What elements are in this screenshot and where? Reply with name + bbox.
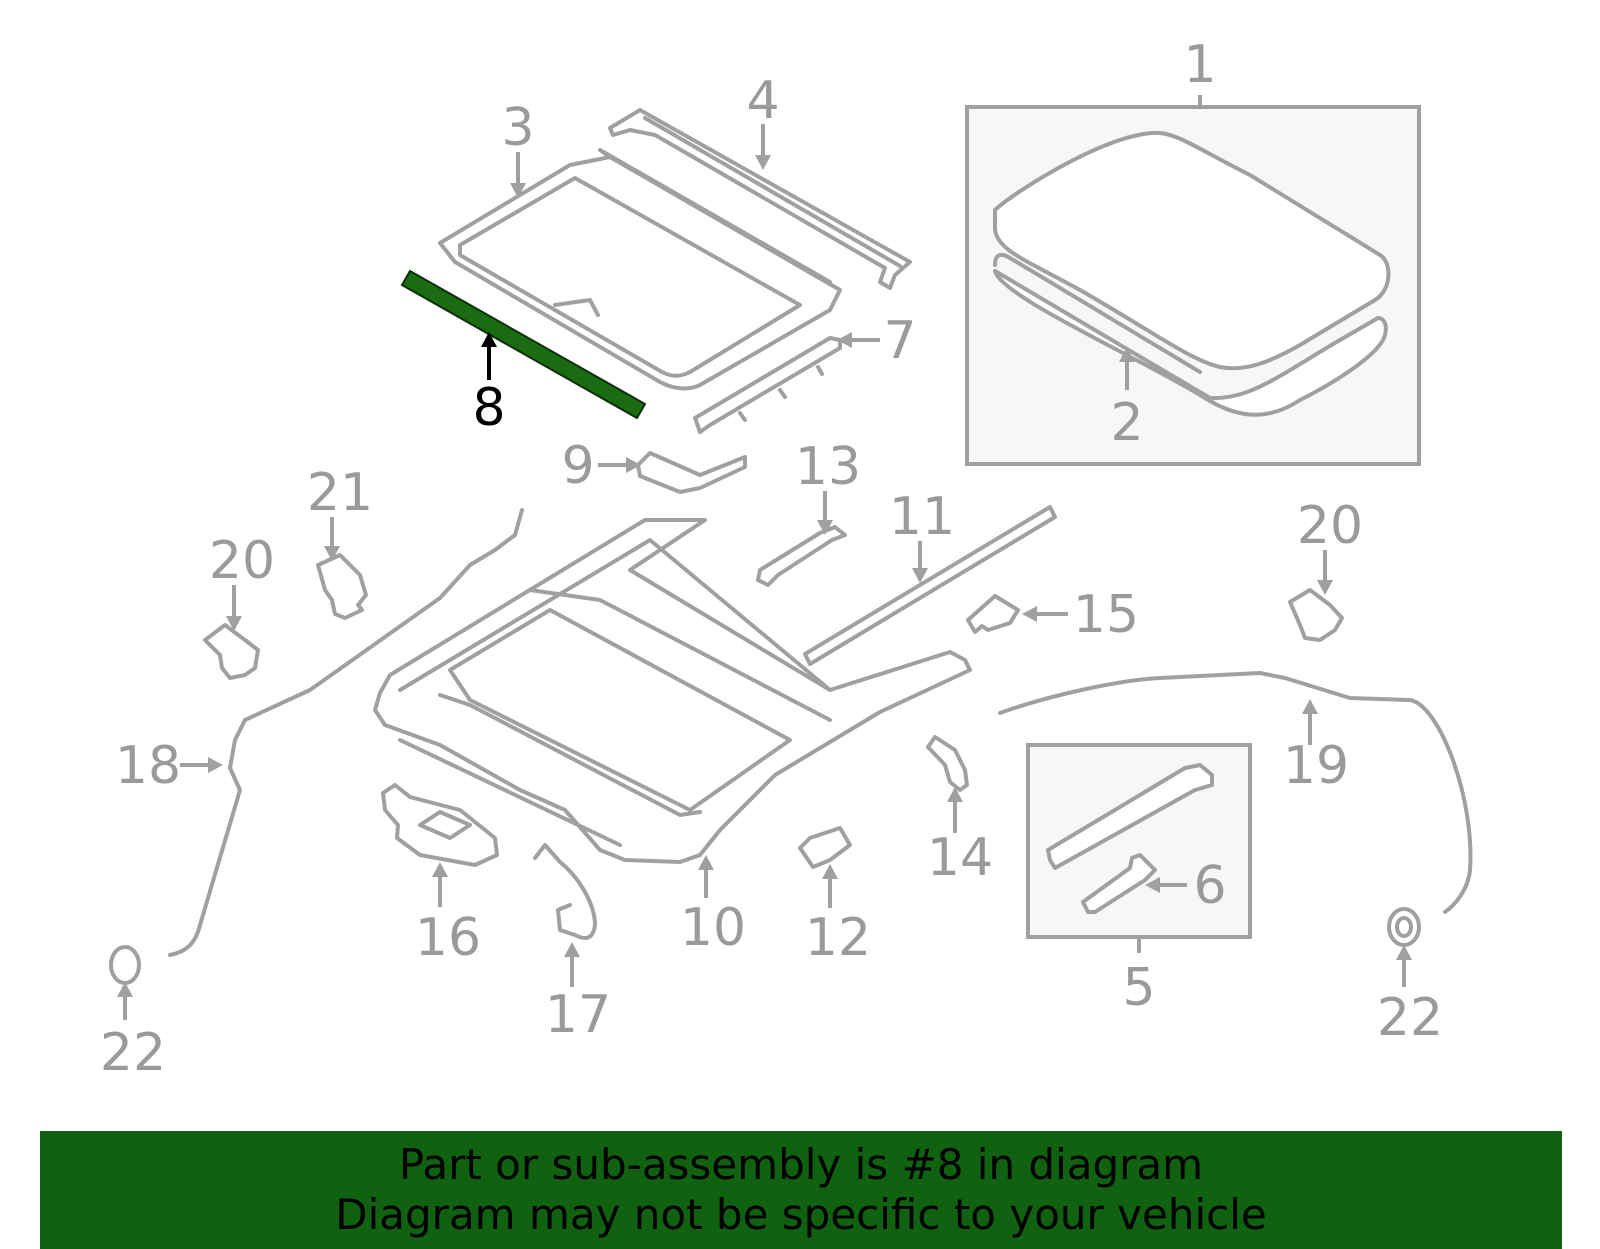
callout-6: 6 bbox=[1193, 856, 1226, 916]
part-19-drain-hose[interactable] bbox=[998, 671, 1473, 914]
callout-19: 19 bbox=[1283, 736, 1349, 796]
callout-7: 7 bbox=[883, 311, 916, 371]
callout-20-right: 20 bbox=[1297, 496, 1363, 556]
part-8-seal-highlighted[interactable] bbox=[400, 269, 647, 420]
parts-diagram: 1 2 3 4 7 8 9 13 11 21 20 20 15 18 19 14… bbox=[100, 35, 1473, 1083]
callout-5: 5 bbox=[1122, 958, 1155, 1018]
part-21-clip[interactable] bbox=[316, 553, 368, 620]
callout-9: 9 bbox=[561, 436, 594, 496]
part-22-grommet-right[interactable] bbox=[1387, 907, 1421, 947]
callout-16: 16 bbox=[415, 908, 481, 968]
callout-21: 21 bbox=[307, 463, 373, 523]
part-22-grommet-left[interactable] bbox=[109, 945, 141, 985]
banner-line-2: Diagram may not be specific to your vehi… bbox=[335, 1190, 1267, 1239]
callout-14: 14 bbox=[927, 828, 993, 888]
info-banner: Part or sub-assembly is #8 in diagram Di… bbox=[40, 1131, 1562, 1249]
callout-12: 12 bbox=[805, 908, 871, 968]
callout-15: 15 bbox=[1073, 585, 1139, 645]
callout-4: 4 bbox=[746, 71, 779, 131]
callout-10: 10 bbox=[680, 898, 746, 958]
callout-18: 18 bbox=[115, 736, 181, 796]
callout-11: 11 bbox=[889, 487, 955, 547]
part-4-rail[interactable] bbox=[608, 108, 912, 290]
callout-8: 8 bbox=[472, 378, 505, 438]
part-1-glass-assembly[interactable] bbox=[965, 105, 1421, 466]
callout-3: 3 bbox=[501, 98, 534, 158]
part-20-clip-right[interactable] bbox=[1288, 588, 1344, 642]
part-13-bracket[interactable] bbox=[756, 525, 847, 587]
part-18-drain-hose[interactable] bbox=[168, 508, 524, 957]
part-20-clip-left[interactable] bbox=[203, 623, 260, 680]
leader-arrows bbox=[117, 124, 1412, 1020]
part-12-bracket[interactable] bbox=[798, 826, 852, 869]
part-16-motor[interactable] bbox=[381, 783, 499, 867]
part-5-motor-assembly[interactable] bbox=[1026, 743, 1252, 939]
callout-13: 13 bbox=[795, 437, 861, 497]
part-9-bracket[interactable] bbox=[636, 451, 747, 494]
part-15-clip[interactable] bbox=[966, 594, 1020, 634]
part-17-harness[interactable] bbox=[533, 843, 597, 940]
part-14-bracket[interactable] bbox=[926, 735, 969, 792]
part-11-strip[interactable] bbox=[803, 505, 1057, 666]
callout-1: 1 bbox=[1183, 35, 1216, 95]
banner-line-1: Part or sub-assembly is #8 in diagram bbox=[398, 1140, 1204, 1189]
callout-20-left: 20 bbox=[209, 531, 275, 591]
callout-22-right: 22 bbox=[1377, 988, 1443, 1048]
callout-17: 17 bbox=[545, 985, 611, 1045]
callout-22-left: 22 bbox=[100, 1023, 166, 1083]
part-7-deflector[interactable] bbox=[693, 336, 842, 434]
part-3-sunshade[interactable] bbox=[438, 148, 842, 391]
callout-labels: 1 2 3 4 7 8 9 13 11 21 20 20 15 18 19 14… bbox=[100, 35, 1443, 1083]
part-10-frame[interactable] bbox=[373, 518, 972, 864]
callout-2: 2 bbox=[1110, 393, 1143, 453]
